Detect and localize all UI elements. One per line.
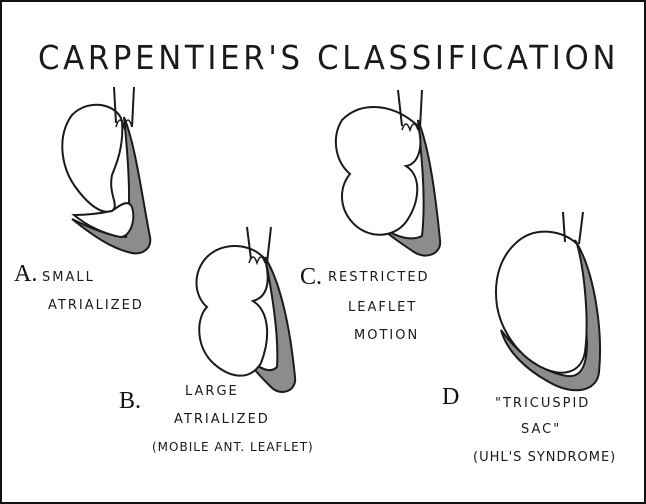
type-b-label-line-2: ATRIALIZED: [174, 412, 270, 427]
atrium-outline: [197, 246, 268, 376]
type-d-label-line-2: SAC": [521, 422, 561, 437]
type-d-label-line-3: (UHL'S SYNDROME): [473, 450, 616, 465]
type-b-label-line-3: (MOBILE ANT. LEAFLET): [152, 440, 314, 454]
diagram-title: CARPENTIER'S CLASSIFICATION: [38, 38, 619, 77]
type-a-letter: A.: [14, 261, 37, 288]
heart-type-c: [322, 90, 452, 270]
type-d-letter: D: [442, 384, 459, 411]
type-c-letter: C.: [300, 264, 322, 291]
type-a-label-line-2: ATRIALIZED: [48, 298, 144, 313]
heart-type-b: [187, 227, 317, 407]
type-c-label-line-2: LEAFLET: [348, 300, 417, 315]
type-c-label-line-3: MOTION: [354, 328, 419, 343]
type-a-label-line-1: SMALL: [42, 270, 95, 285]
type-c-label-line-1: RESTRICTED: [328, 270, 430, 285]
heart-type-a: [32, 87, 162, 267]
type-d-label-line-1: "TRICUSPID: [495, 396, 590, 411]
sac-outline: [496, 232, 587, 373]
heart-type-d: [487, 212, 617, 402]
type-b-letter: B.: [119, 388, 141, 415]
atrium-outline: [62, 105, 122, 212]
type-b-label-line-1: LARGE: [185, 384, 239, 399]
